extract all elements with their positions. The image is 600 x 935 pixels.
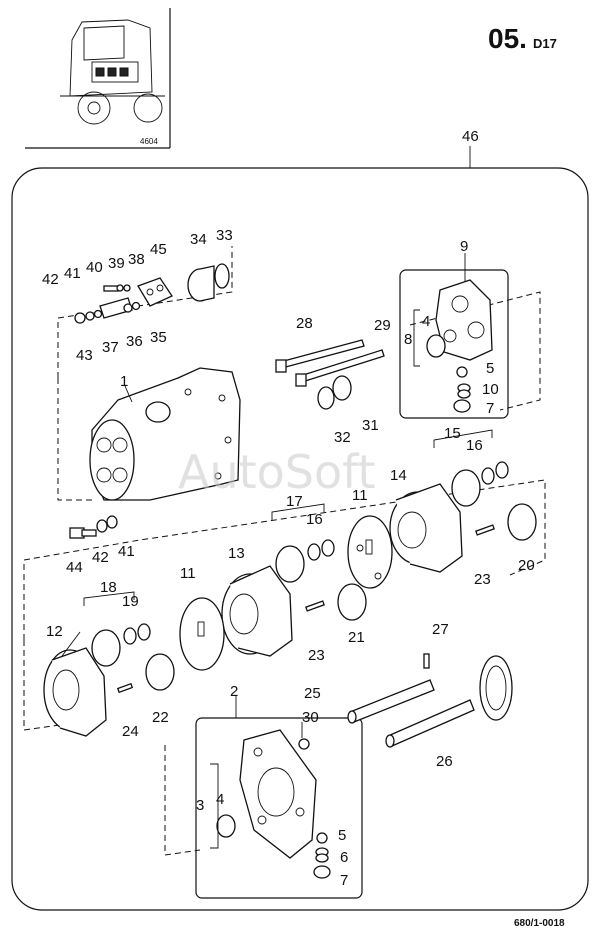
- leader-lines: [61, 253, 493, 849]
- callout-labels: 1 2 3 4 4 5 5 6 7 7 8 9 10 11 11 12 13 1…: [42, 227, 535, 889]
- callout-6: 6: [340, 849, 348, 866]
- watermark: AutoSoft: [178, 445, 376, 499]
- callout-41-bottom: 41: [118, 543, 135, 560]
- callout-39: 39: [108, 255, 125, 272]
- callout-11-lower: 11: [180, 565, 196, 582]
- callout-45: 45: [150, 241, 167, 258]
- callout-44: 44: [66, 559, 83, 576]
- callout-9: 9: [460, 238, 468, 255]
- callout-17: 17: [286, 493, 303, 510]
- callout-33: 33: [216, 227, 233, 244]
- callout-29: 29: [374, 317, 391, 334]
- callout-14: 14: [390, 467, 407, 484]
- callout-30: 30: [302, 709, 319, 726]
- callout-7-bottom: 7: [340, 872, 348, 889]
- callout-5-bottom: 5: [338, 827, 346, 844]
- callout-41-top: 41: [64, 265, 81, 282]
- cover-subassembly-box: [399, 269, 509, 419]
- separator-plate-lower: [179, 597, 225, 671]
- callout-8: 8: [404, 331, 412, 348]
- callout-11-upper: 11: [352, 487, 368, 504]
- callout-7-top: 7: [486, 400, 494, 417]
- dashed-guides: [23, 246, 546, 856]
- callout-25: 25: [304, 685, 321, 702]
- callout-3: 3: [196, 797, 204, 814]
- callout-27: 27: [432, 621, 449, 638]
- callout-26: 26: [436, 753, 453, 770]
- callout-32: 32: [334, 429, 351, 446]
- end-cover-subassembly-box: [195, 717, 363, 899]
- callout-16-lower: 16: [306, 511, 323, 528]
- callout-24: 24: [122, 723, 139, 740]
- callout-19: 19: [122, 593, 139, 610]
- callout-23-middle: 23: [308, 647, 325, 664]
- callout-15: 15: [444, 425, 461, 442]
- callout-4-top-cover: 4: [422, 313, 430, 330]
- callout-22: 22: [152, 709, 169, 726]
- callout-23-right: 23: [474, 571, 491, 588]
- plug-and-ring: [187, 263, 230, 302]
- callout-2: 2: [230, 683, 238, 700]
- drive-shafts: [347, 653, 513, 748]
- callout-37: 37: [102, 339, 119, 356]
- callout-20: 20: [518, 557, 535, 574]
- thumbnail-code: 4604: [140, 137, 158, 146]
- long-bolts: [275, 339, 385, 410]
- separator-plate-upper: [347, 515, 393, 589]
- callout-21: 21: [348, 629, 365, 646]
- pump-housing: [89, 367, 241, 501]
- callout-40: 40: [86, 259, 103, 276]
- bolt-and-washers: [69, 515, 118, 539]
- callout-13: 13: [228, 545, 245, 562]
- end-cover: [216, 729, 331, 879]
- drawing-number: 680/1-0018: [514, 918, 565, 929]
- callout-18: 18: [100, 579, 117, 596]
- gear-housing-middle: [221, 539, 367, 657]
- callout-28: 28: [296, 315, 313, 332]
- gear-housing-lower: [43, 623, 175, 737]
- gear-housing-upper: [389, 461, 537, 573]
- section-suffix: D17: [533, 36, 557, 51]
- callout-43: 43: [76, 347, 93, 364]
- callout-36: 36: [126, 333, 143, 350]
- callout-12: 12: [46, 623, 63, 640]
- section-number: 05.: [488, 23, 527, 54]
- callout-38: 38: [128, 251, 145, 268]
- callout-42-bottom: 42: [92, 549, 109, 566]
- callout-34: 34: [190, 231, 207, 248]
- callout-4-end-cover: 4: [216, 791, 224, 808]
- callout-16-upper: 16: [466, 437, 483, 454]
- pump-cover: [426, 279, 493, 413]
- callout-42-top: 42: [42, 271, 59, 288]
- callout-46: 46: [462, 128, 479, 145]
- callout-10: 10: [482, 381, 499, 398]
- bracket-fasteners: [74, 277, 173, 324]
- truck-thumbnail: 4604: [25, 8, 171, 149]
- callout-1: 1: [120, 373, 128, 390]
- callout-35: 35: [150, 329, 167, 346]
- assembly-frame: 46: [11, 128, 589, 911]
- callout-31: 31: [362, 417, 379, 434]
- callout-5-top: 5: [486, 360, 494, 377]
